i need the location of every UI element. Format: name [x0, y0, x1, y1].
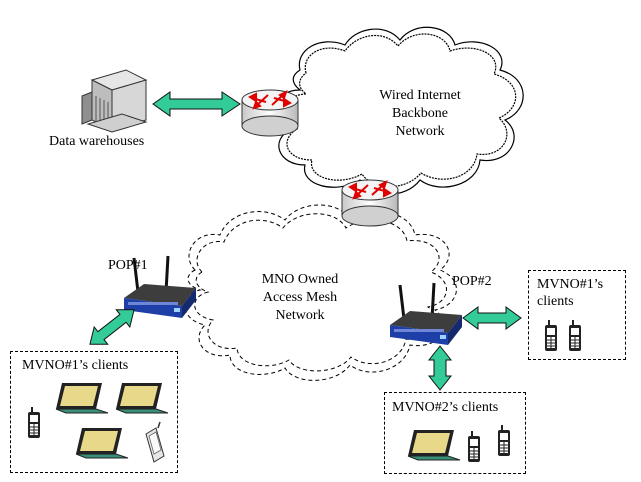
pda-icon: [145, 421, 165, 463]
backbone-label-line3: Network: [395, 124, 445, 139]
backbone-label-line2: Backbone: [392, 106, 448, 121]
gateway-router-icon: [341, 179, 399, 227]
link-arrow-warehouse-router: [152, 91, 241, 117]
pop1-label: POP#1: [108, 258, 148, 273]
mvno1-left-clients-label: MVNO#1’s clients: [22, 358, 129, 373]
data-warehouses-label: Data warehouses: [49, 134, 145, 149]
link-arrow-pop1-clients: [89, 309, 135, 345]
mvno2-clients-box: [384, 392, 526, 474]
mvno1-left-clients-box: [10, 351, 178, 473]
pop2-label: POP#2: [452, 274, 492, 289]
mvno1-right-clients-label-line2: clients: [537, 294, 574, 309]
mesh-label-line1: MNO Owned: [261, 272, 339, 287]
backbone-router-icon: [241, 89, 299, 137]
mvno1-right-clients-box: [528, 270, 626, 360]
link-arrow-pop2-mvno2: [427, 345, 453, 391]
data-warehouse-server-icon: [81, 69, 148, 133]
mvno1-right-clients-label-line1: MVNO#1’s: [537, 277, 604, 292]
backbone-label-line1: Wired Internet: [379, 88, 461, 103]
mesh-label-line2: Access Mesh: [262, 290, 338, 305]
mvno2-clients-label: MVNO#2’s clients: [392, 400, 499, 415]
mesh-label-line3: Network: [275, 308, 325, 323]
link-arrow-pop2-mvno1: [462, 306, 522, 330]
